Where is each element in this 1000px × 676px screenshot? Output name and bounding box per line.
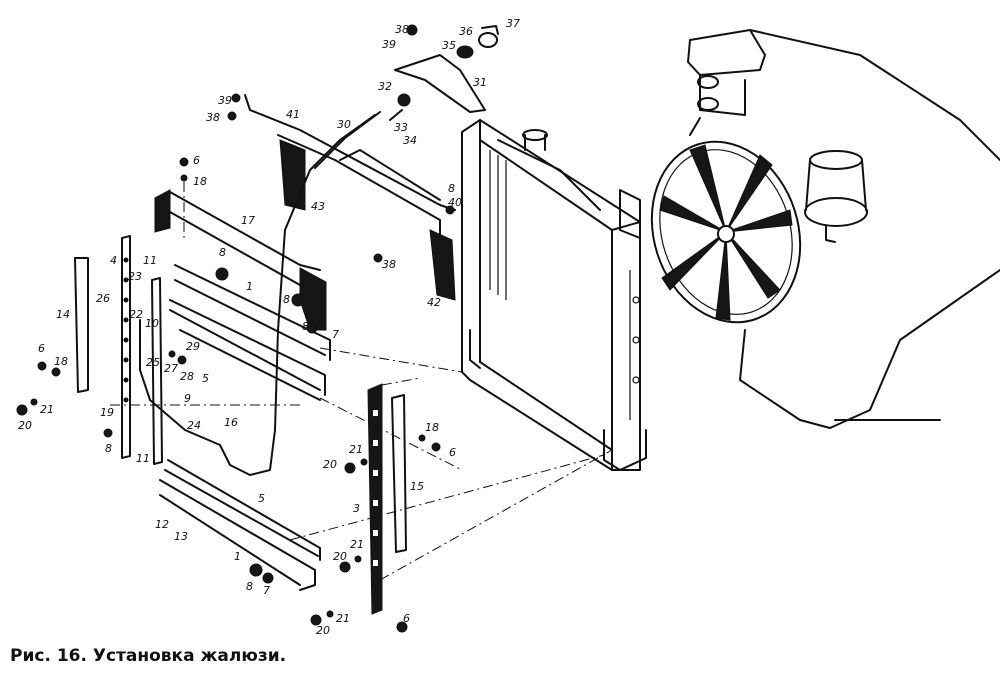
callout-26: 26 [96, 292, 110, 305]
callout-38: 38 [395, 23, 409, 36]
callout-6: 6 [38, 342, 45, 355]
callout-8: 8 [105, 442, 112, 455]
callout-27: 27 [164, 362, 178, 375]
callout-5: 5 [258, 492, 265, 505]
callout-6: 6 [193, 154, 200, 167]
callout-40: 40 [448, 196, 462, 209]
callout-3: 3 [353, 502, 360, 515]
callout-30: 30 [337, 118, 351, 131]
callout-7: 7 [263, 584, 270, 597]
callout-9: 9 [184, 392, 191, 405]
fasteners [16, 93, 455, 633]
callout-28: 28 [180, 370, 194, 383]
callout-8: 8 [246, 580, 253, 593]
callout-43: 43 [311, 200, 325, 213]
callout-18: 18 [54, 355, 68, 368]
part-number-callouts: 1 1 3 4 5 5 6 6 6 6 7 7 8 8 8 8 8 8 9 10… [18, 17, 520, 637]
callout-10: 10 [145, 317, 159, 330]
callout-39: 39 [218, 94, 232, 107]
callout-6: 6 [449, 446, 456, 459]
callout-21: 21 [40, 403, 54, 416]
callout-8: 8 [219, 246, 226, 259]
callout-37: 37 [506, 17, 520, 30]
callout-5: 5 [202, 372, 209, 385]
callout-29: 29 [186, 340, 200, 353]
callout-21: 21 [349, 443, 363, 456]
callout-1: 1 [246, 280, 253, 293]
callout-21: 21 [336, 612, 350, 625]
callout-20: 20 [333, 550, 347, 563]
alignment-lines [110, 182, 613, 581]
callout-20: 20 [323, 458, 337, 471]
callout-6: 6 [403, 612, 410, 625]
callout-32: 32 [378, 80, 392, 93]
callout-17: 17 [241, 214, 255, 227]
filter-canister [804, 150, 868, 243]
callout-13: 13 [174, 530, 188, 543]
right-side-rails [367, 383, 407, 615]
callout-20: 20 [316, 624, 330, 637]
callout-8: 8 [302, 320, 309, 333]
callout-1: 1 [234, 550, 241, 563]
cable-bracket [389, 24, 499, 121]
callout-24: 24 [187, 419, 201, 432]
callout-20: 20 [18, 419, 32, 432]
callout-11: 11 [143, 254, 157, 267]
control-cable [139, 111, 381, 476]
callout-22: 22 [129, 308, 143, 321]
callout-8: 8 [448, 182, 455, 195]
callout-18: 18 [193, 175, 207, 188]
callout-19: 19 [100, 406, 114, 419]
callout-8: 8 [283, 293, 290, 306]
callout-31: 31 [473, 76, 487, 89]
callout-41: 41 [286, 108, 300, 121]
callout-16: 16 [224, 416, 238, 429]
callout-23: 23 [128, 270, 142, 283]
callout-7: 7 [332, 328, 339, 341]
fan-assembly [650, 140, 802, 324]
callout-14: 14 [56, 308, 70, 321]
upper-shutter-frame [154, 189, 331, 401]
callout-11: 11 [136, 452, 150, 465]
left-side-rails [74, 235, 163, 465]
lower-shutter-frame [159, 459, 321, 591]
callout-25: 25 [146, 356, 160, 369]
figure-caption: Рис. 16. Установка жалюзи. [10, 646, 287, 666]
radiator-core [461, 119, 647, 471]
callout-33: 33 [394, 121, 408, 134]
callout-35: 35 [442, 39, 456, 52]
callout-36: 36 [459, 25, 473, 38]
callout-15: 15 [410, 480, 424, 493]
callout-12: 12 [155, 518, 169, 531]
callout-38: 38 [382, 258, 396, 271]
callout-4: 4 [110, 254, 117, 267]
upper-bracket [244, 94, 456, 301]
callout-21: 21 [350, 538, 364, 551]
callout-42: 42 [427, 296, 441, 309]
callout-39: 39 [382, 38, 396, 51]
callout-38: 38 [206, 111, 220, 124]
callout-34: 34 [403, 134, 417, 147]
engine-block-outline [687, 29, 1000, 429]
callout-18: 18 [425, 421, 439, 434]
